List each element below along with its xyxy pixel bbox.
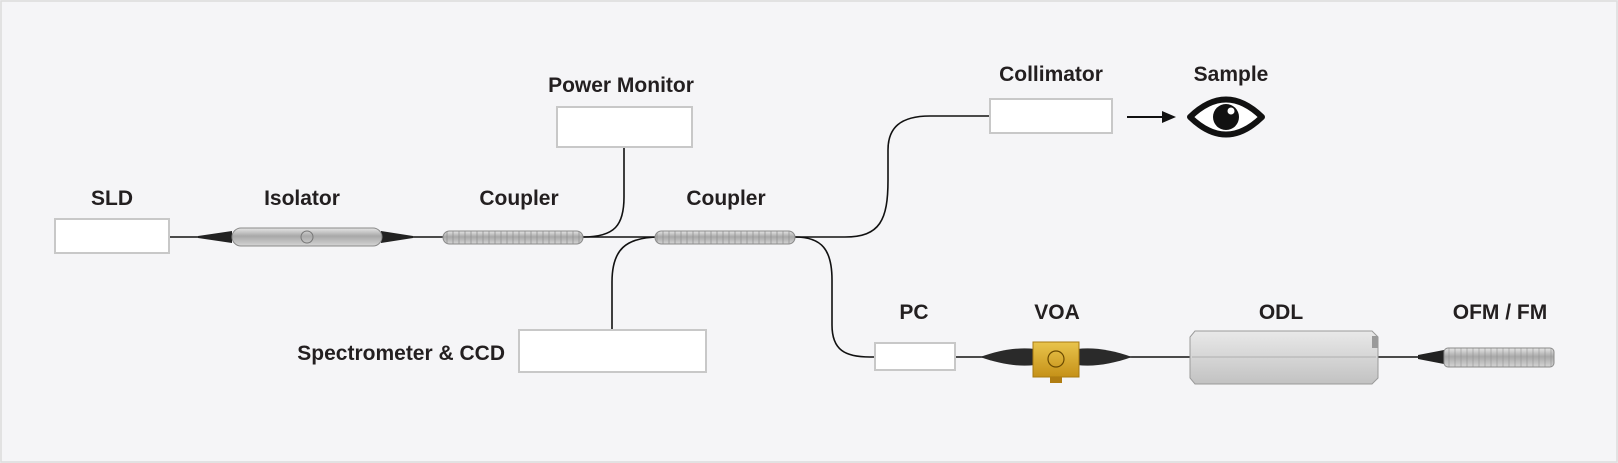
power-monitor-box — [556, 106, 693, 148]
pc-box — [874, 342, 956, 371]
voa-adjust-screw — [1050, 377, 1062, 383]
coupler-1-ribs — [443, 231, 583, 244]
isolator-label: Isolator — [264, 187, 340, 210]
fiber-to-collimator — [795, 115, 990, 238]
power-monitor-component: Power Monitor — [548, 74, 694, 148]
isolator-boot-left — [198, 231, 232, 243]
spectrometer-component: Spectrometer & CCD — [297, 329, 707, 373]
coupler-2-component: Coupler — [654, 187, 796, 245]
ofm-boot — [1418, 350, 1444, 364]
coupler-2-label: Coupler — [686, 187, 765, 210]
fiber-to-spectrometer — [611, 236, 661, 330]
voa-boot-left — [980, 348, 1035, 366]
odl-component: ODL — [1189, 301, 1379, 385]
voa-body — [1032, 341, 1080, 378]
coupler-1-component: Coupler — [442, 187, 584, 245]
voa-component: VOA — [980, 301, 1132, 383]
pc-label: PC — [899, 301, 928, 324]
odl-label: ODL — [1259, 301, 1304, 324]
isolator-component: Isolator — [198, 187, 413, 247]
collimator-component: Collimator — [989, 63, 1113, 134]
fiber-to-pc — [794, 236, 875, 358]
sld-label: SLD — [91, 187, 133, 210]
sample-label: Sample — [1194, 63, 1269, 86]
odl-connector — [1372, 336, 1378, 348]
voa-boot-right — [1077, 348, 1132, 366]
fiber-to-power-monitor — [582, 147, 625, 238]
collimator-box — [989, 98, 1113, 134]
ofm-ribs — [1444, 348, 1554, 367]
ofm-fm-label: OFM / FM — [1453, 301, 1547, 324]
coupler-2-ribs — [655, 231, 795, 244]
sld-component: SLD — [54, 187, 170, 254]
arrow-right-icon — [1127, 111, 1176, 123]
coupler-1-label: Coupler — [479, 187, 558, 210]
spectrometer-label: Spectrometer & CCD — [297, 342, 505, 365]
ofm-fm-component: OFM / FM — [1418, 301, 1555, 368]
isolator-body — [231, 227, 383, 247]
spectrometer-box — [518, 329, 707, 373]
voa-logo-mark — [1047, 350, 1065, 368]
collimator-label: Collimator — [999, 63, 1103, 86]
sld-box — [54, 218, 170, 254]
pc-component: PC — [874, 301, 956, 371]
isolator-boot-right — [381, 231, 413, 243]
isolator-logo-mark — [300, 230, 314, 244]
voa-label: VOA — [1034, 301, 1080, 324]
power-monitor-label: Power Monitor — [548, 74, 694, 97]
eye-icon — [1187, 96, 1265, 138]
